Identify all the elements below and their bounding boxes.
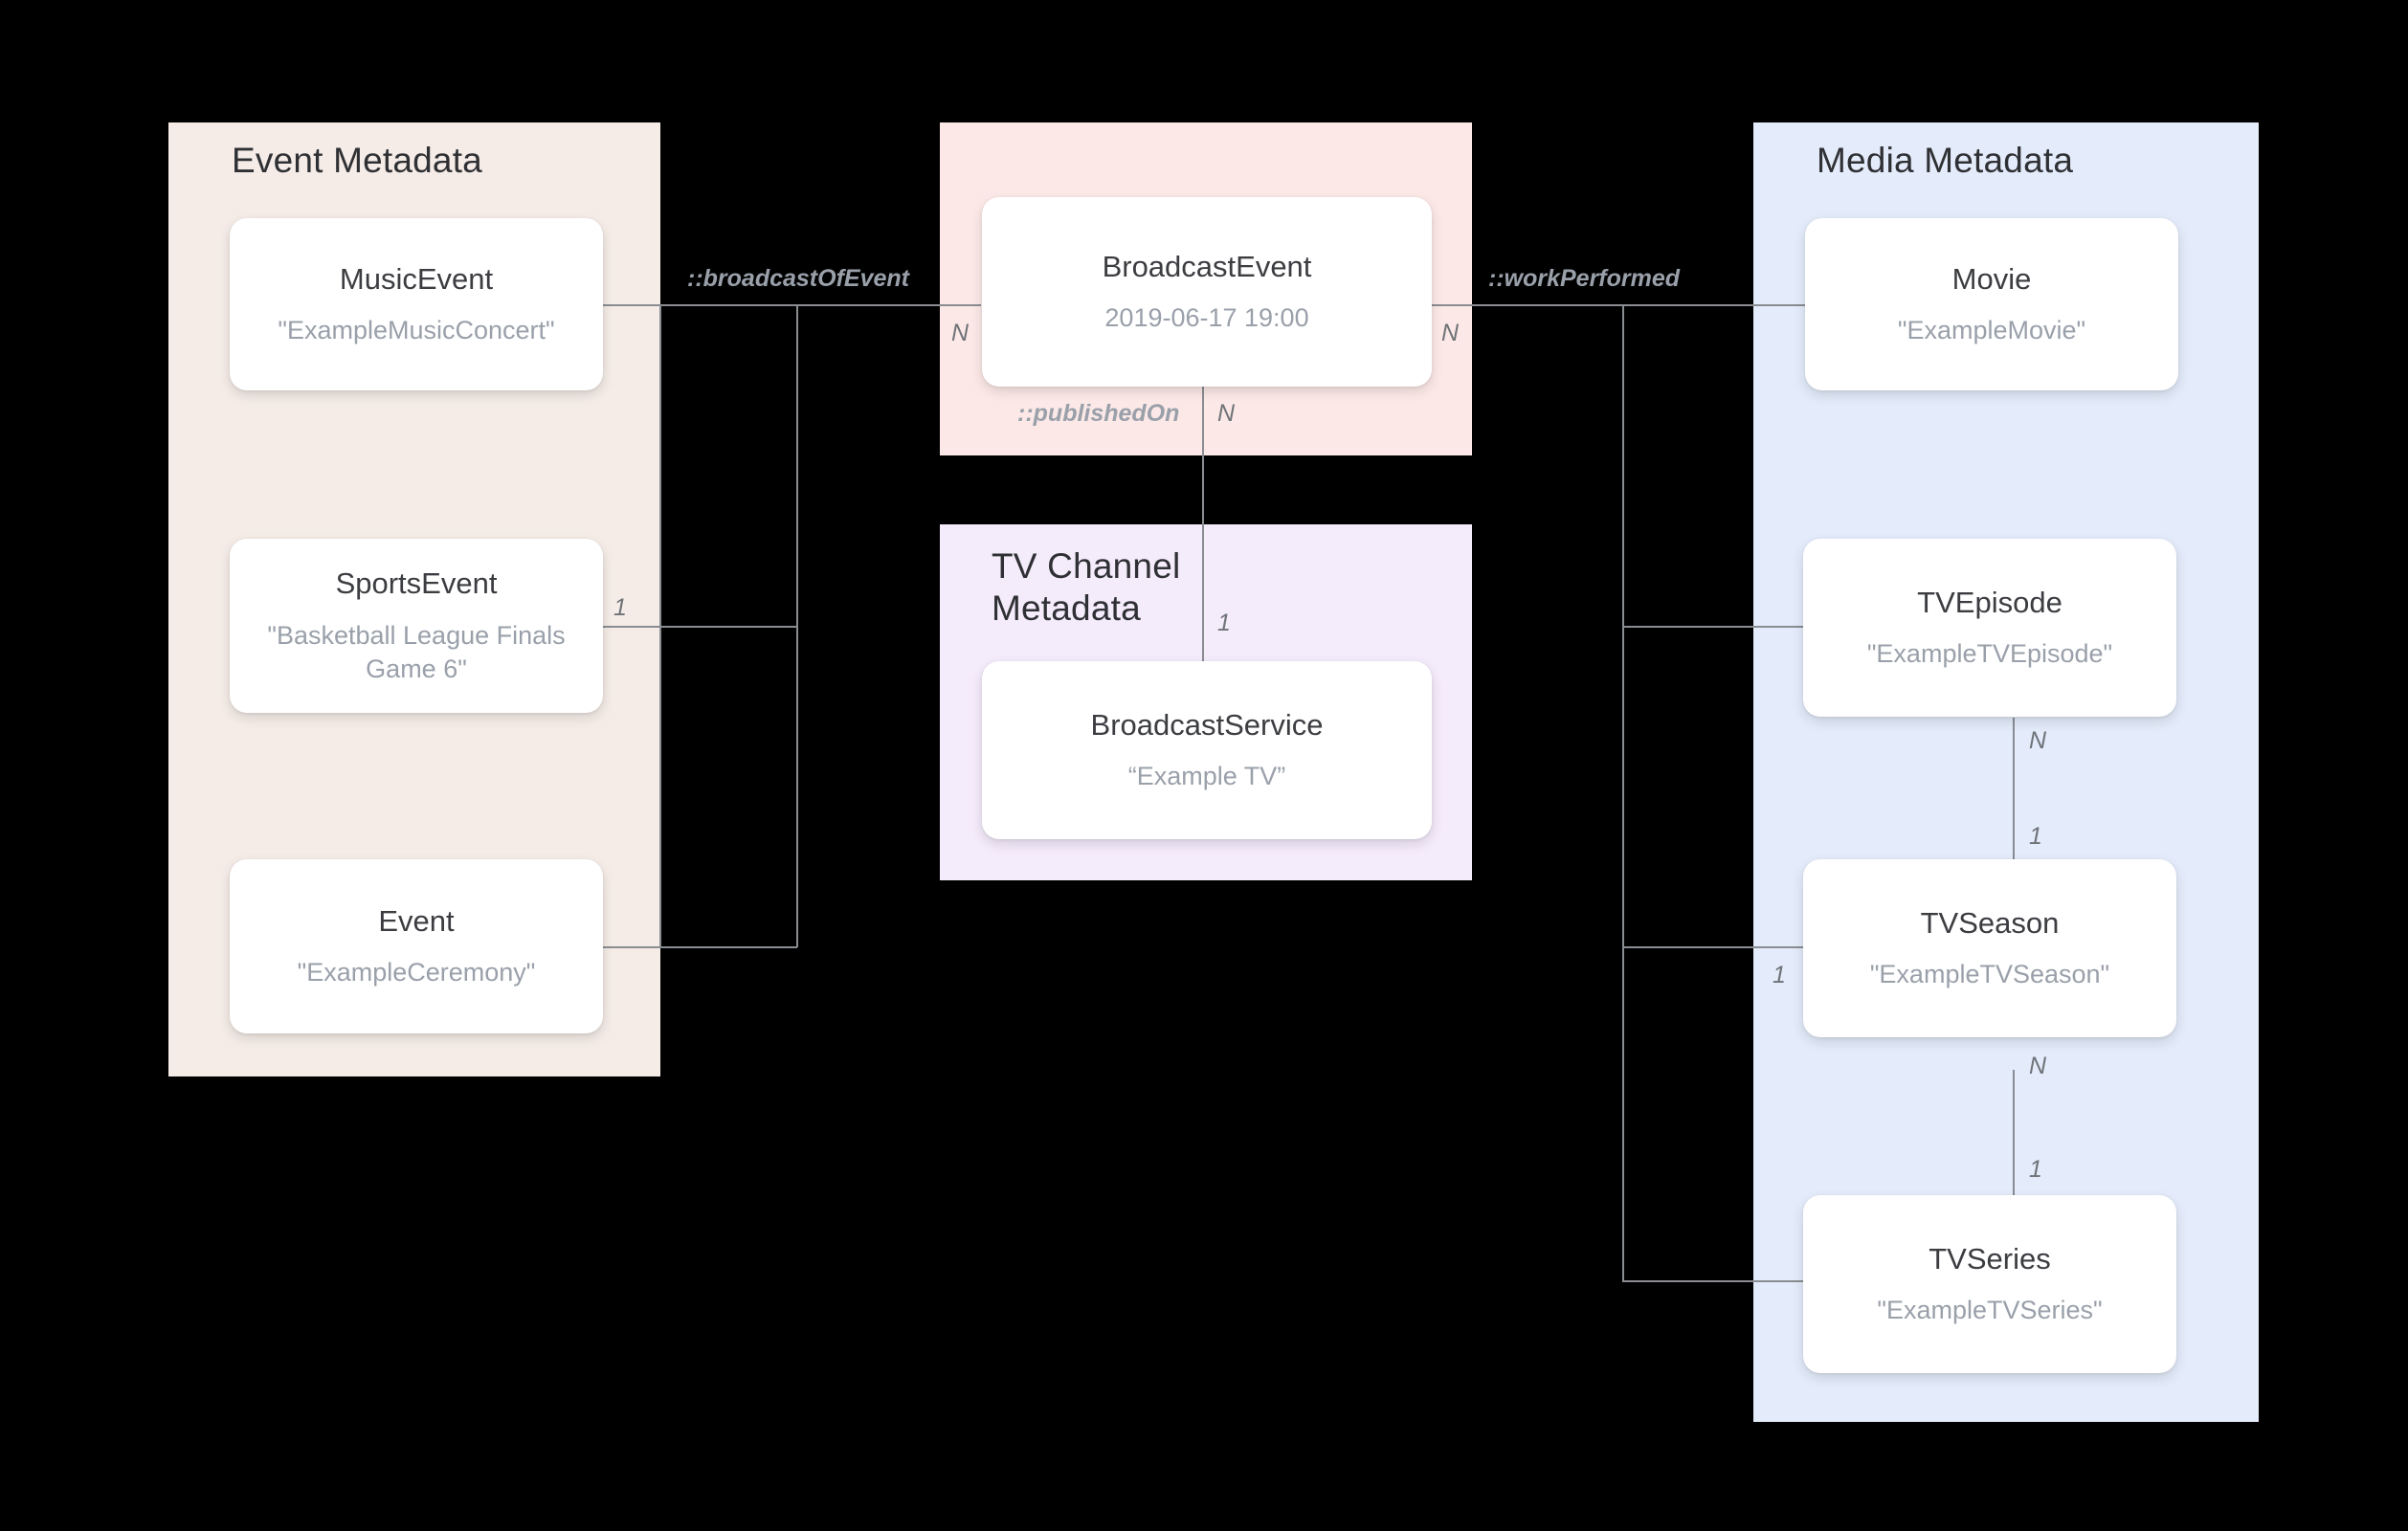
card-tv-episode[interactable]: TVEpisode "ExampleTVEpisode" [1803,539,2176,717]
card-tv-series[interactable]: TVSeries "ExampleTVSeries" [1803,1195,2176,1373]
card-title-broadcast-event: BroadcastEvent [1102,249,1312,283]
card-broadcast-event[interactable]: BroadcastEvent 2019-06-17 19:00 [982,197,1432,387]
card-tv-season[interactable]: TVSeason "ExampleTVSeason" [1803,859,2176,1037]
card-sports-event[interactable]: SportsEvent "Basketball League Finals Ga… [230,539,603,713]
connector-left-bus [796,304,798,947]
connector-left-inner-riser [659,304,661,947]
card-value-tv-series: "ExampleTVSeries" [1877,1296,2103,1325]
relationship-label-published-on: ::publishedOn [1017,400,1180,427]
connector-tv-season-stub [1622,946,1804,948]
card-title-movie: Movie [1951,261,2032,296]
card-value-sports-event: "Basketball League Finals Game 6" [267,620,566,683]
card-value-movie: "ExampleMovie" [1897,316,2086,345]
card-title-sports-event: SportsEvent [335,566,498,601]
card-broadcast-service[interactable]: BroadcastService “Example TV” [982,661,1432,839]
card-value-event: "ExampleCeremony" [297,958,536,987]
card-music-event[interactable]: MusicEvent "ExampleMusicConcert" [230,218,603,390]
cardinality-tv-episode-n: N [2029,727,2047,754]
card-title-tv-series: TVSeries [1929,1241,2051,1276]
cardinality-tv-series-one: 1 [2029,1156,2042,1183]
card-value-broadcast-event: 2019-06-17 19:00 [1104,303,1309,333]
connector-episode-season [2013,718,2015,882]
panel-title-tv-channel-metadata: TV Channel Metadata [992,546,1181,628]
connector-season-series [2013,1070,2015,1234]
cardinality-broadcast-event-right-n: N [1441,320,1460,346]
cardinality-sports-event-one: 1 [613,594,627,621]
cardinality-broadcast-service-one: 1 [1217,610,1231,636]
card-value-tv-season: "ExampleTVSeason" [1869,960,2110,989]
panel-title-media-metadata: Media Metadata [1817,141,2074,180]
card-value-tv-episode: "ExampleTVEpisode" [1866,639,2113,669]
connector-published-on [1202,387,1204,661]
connector-broadcast-event-left [797,304,981,306]
card-title-tv-season: TVSeason [1920,905,2060,940]
connector-event-stub [602,946,797,948]
card-event[interactable]: Event "ExampleCeremony" [230,859,603,1033]
cardinality-broadcast-event-bottom-n: N [1217,400,1236,427]
card-movie[interactable]: Movie "ExampleMovie" [1805,218,2178,390]
connector-music-event-stub [602,304,797,306]
card-title-music-event: MusicEvent [339,261,494,296]
relationship-label-work-performed: ::workPerformed [1488,265,1681,292]
connector-tv-episode-stub [1622,626,1804,628]
card-title-broadcast-service: BroadcastService [1090,707,1324,742]
cardinality-broadcast-event-left-n: N [951,320,970,346]
card-title-event: Event [378,903,455,938]
panel-title-event-metadata: Event Metadata [232,141,482,180]
card-value-music-event: "ExampleMusicConcert" [278,316,555,345]
cardinality-tv-season-top-one: 1 [2029,823,2042,850]
cardinality-tv-season-left-one: 1 [1773,962,1786,988]
connector-work-performed [1432,304,1807,306]
card-title-tv-episode: TVEpisode [1917,585,2062,619]
connector-right-bus [1622,304,1624,1282]
card-value-broadcast-service: “Example TV” [1127,762,1286,791]
cardinality-tv-season-n: N [2029,1053,2047,1079]
connector-tv-series-stub [1622,1280,1804,1282]
connector-sports-event-stub [602,626,797,628]
relationship-label-broadcast-of-event: ::broadcastOfEvent [687,265,909,292]
